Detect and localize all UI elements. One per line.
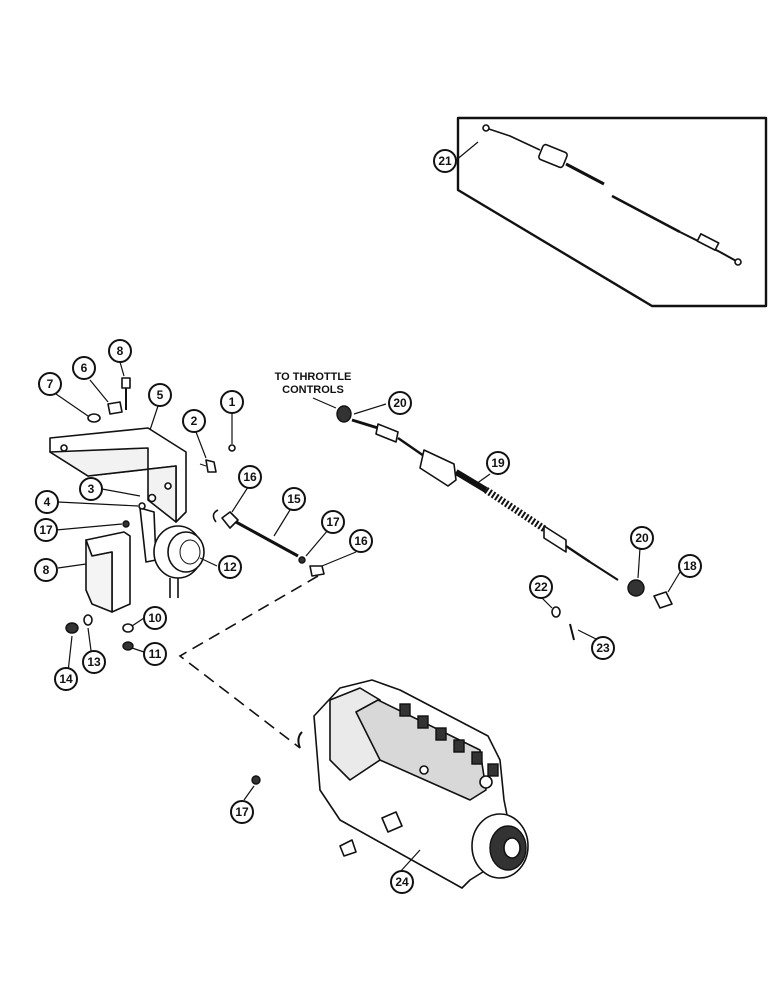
svg-text:18: 18 [683, 559, 697, 573]
svg-text:16: 16 [354, 534, 368, 548]
svg-text:7: 7 [47, 377, 54, 391]
leader-21 [454, 141, 479, 162]
svg-text:10: 10 [148, 611, 162, 625]
svg-text:4: 4 [44, 495, 51, 509]
svg-text:3: 3 [88, 482, 95, 496]
svg-text:8: 8 [43, 563, 50, 577]
throttle-cable-19 [336, 405, 673, 641]
svg-text:21: 21 [438, 154, 452, 168]
callout-10: 10 [143, 606, 167, 630]
svg-text:12: 12 [223, 560, 237, 574]
callout-17-bottom: 17 [230, 800, 254, 824]
svg-text:22: 22 [534, 580, 548, 594]
callout-1: 1 [220, 390, 244, 414]
callout-24: 24 [390, 870, 414, 894]
callout-19: 19 [486, 451, 510, 475]
fasteners [65, 377, 236, 651]
svg-text:1: 1 [229, 395, 236, 409]
callout-16-upper: 16 [238, 465, 262, 489]
svg-text:2: 2 [191, 414, 198, 428]
svg-text:15: 15 [287, 492, 301, 506]
bracket-5 [49, 427, 187, 523]
svg-text:14: 14 [59, 672, 73, 686]
svg-text:8: 8 [117, 344, 124, 358]
callout-8-top: 8 [108, 339, 132, 363]
callout-13: 13 [82, 650, 106, 674]
callout-8: 8 [34, 558, 58, 582]
svg-text:13: 13 [87, 655, 101, 669]
callout-20-top: 20 [388, 391, 412, 415]
callout-18: 18 [678, 554, 702, 578]
svg-text:20: 20 [393, 396, 407, 410]
callout-2: 2 [182, 409, 206, 433]
callout-14: 14 [54, 667, 78, 691]
svg-text:5: 5 [157, 388, 164, 402]
svg-text:17: 17 [235, 805, 249, 819]
svg-text:17: 17 [326, 515, 340, 529]
callout-15: 15 [282, 487, 306, 511]
annotation-line-1: TO THROTTLE [275, 371, 352, 383]
callout-23: 23 [591, 636, 615, 660]
bracket-8 [85, 531, 131, 613]
callout-17-left: 17 [34, 518, 58, 542]
annotation-leader [312, 397, 337, 409]
svg-text:16: 16 [243, 470, 257, 484]
callout-4: 4 [35, 490, 59, 514]
inset-panel [456, 116, 768, 308]
svg-text:6: 6 [81, 361, 88, 375]
callout-21: 21 [433, 149, 457, 173]
rod-15 [212, 509, 325, 577]
svg-text:11: 11 [149, 647, 162, 661]
linkage-dashed [178, 575, 319, 749]
callout-16-lower: 16 [349, 529, 373, 553]
svg-text:24: 24 [395, 875, 409, 889]
callout-17-middle: 17 [321, 510, 345, 534]
callout-5: 5 [148, 383, 172, 407]
solenoid-12 [139, 507, 205, 598]
callout-22: 22 [529, 575, 553, 599]
injection-pump-24 [313, 679, 529, 889]
callout-6: 6 [72, 356, 96, 380]
callout-3: 3 [79, 477, 103, 501]
svg-text:19: 19 [491, 456, 505, 470]
svg-text:17: 17 [39, 523, 53, 537]
callout-20-bottom: 20 [630, 526, 654, 550]
svg-text:23: 23 [596, 641, 610, 655]
callout-12: 12 [218, 555, 242, 579]
leader-lines [55, 361, 681, 873]
callout-11: 11 [143, 642, 167, 666]
annotation-line-2: CONTROLS [282, 384, 344, 396]
callout-7: 7 [38, 372, 62, 396]
svg-text:20: 20 [635, 531, 649, 545]
